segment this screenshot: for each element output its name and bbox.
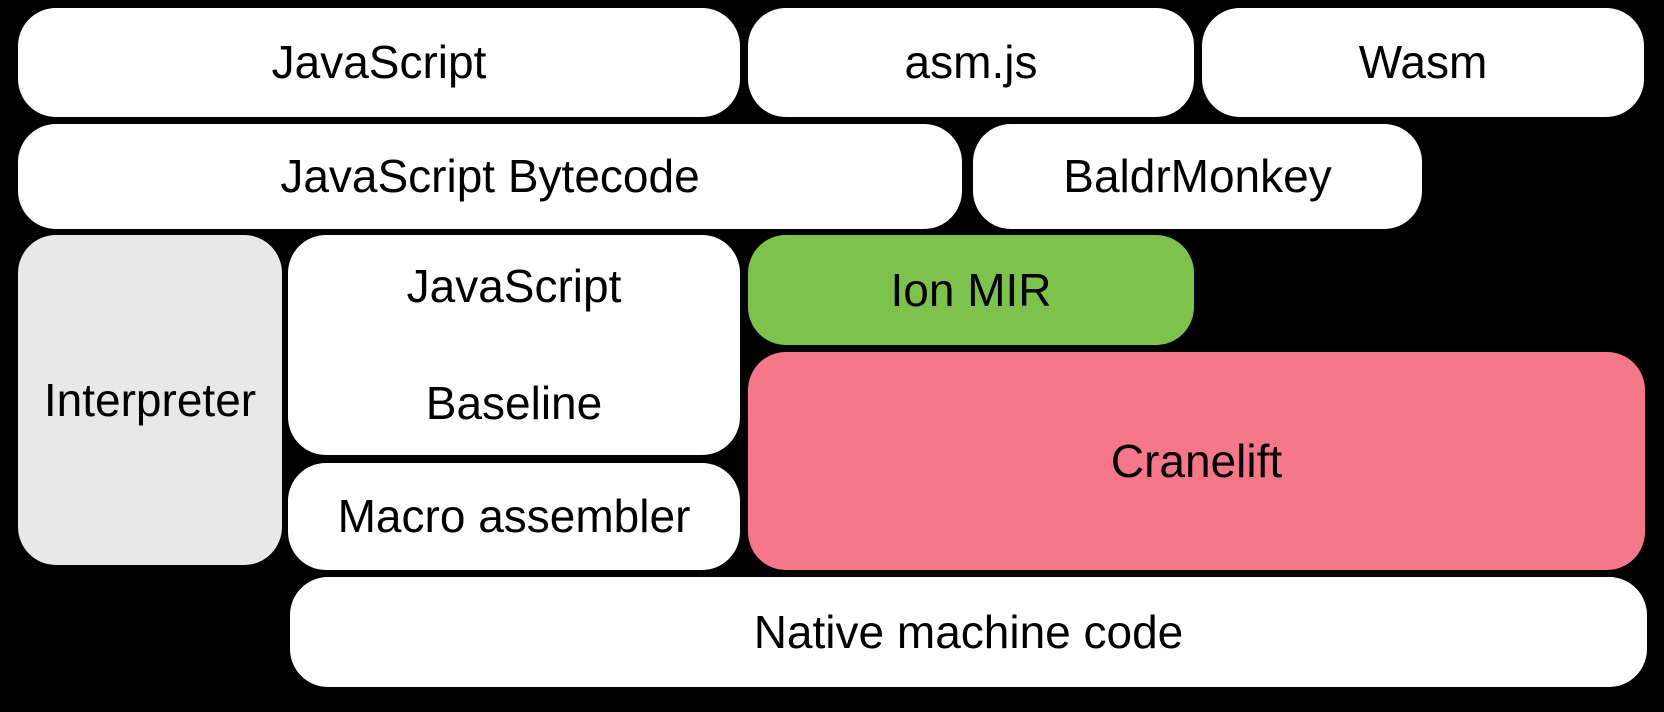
box-cranelift: Cranelift [748, 352, 1645, 570]
box-ion-mir-label: Ion MIR [890, 263, 1052, 316]
box-macro-assembler: Macro assembler [288, 463, 740, 570]
box-baldrmonkey: BaldrMonkey [973, 124, 1422, 229]
box-native-machine-code-label: Native machine code [753, 605, 1184, 658]
box-asmjs: asm.js [748, 8, 1194, 117]
box-javascript-bytecode-label: JavaScript Bytecode [280, 150, 700, 203]
box-javascript: JavaScript [18, 8, 740, 117]
box-javascript-baseline: JavaScript Baseline [288, 235, 740, 455]
box-wasm: Wasm [1202, 8, 1644, 117]
box-wasm-label: Wasm [1358, 36, 1488, 89]
box-macro-assembler-label: Macro assembler [337, 490, 691, 543]
box-asmjs-label: asm.js [904, 36, 1038, 89]
box-javascript-baseline-label: JavaScript Baseline [407, 198, 622, 492]
box-cranelift-label: Cranelift [1110, 434, 1283, 487]
box-javascript-label: JavaScript [271, 36, 487, 89]
box-baldrmonkey-label: BaldrMonkey [1063, 150, 1332, 203]
box-ion-mir: Ion MIR [748, 235, 1194, 345]
box-javascript-bytecode: JavaScript Bytecode [18, 124, 962, 229]
box-javascript-baseline-line1: JavaScript [406, 259, 622, 312]
box-interpreter-label: Interpreter [43, 373, 257, 426]
box-native-machine-code: Native machine code [290, 577, 1647, 687]
box-interpreter: Interpreter [18, 235, 282, 565]
box-javascript-baseline-line2: Baseline [425, 377, 603, 430]
